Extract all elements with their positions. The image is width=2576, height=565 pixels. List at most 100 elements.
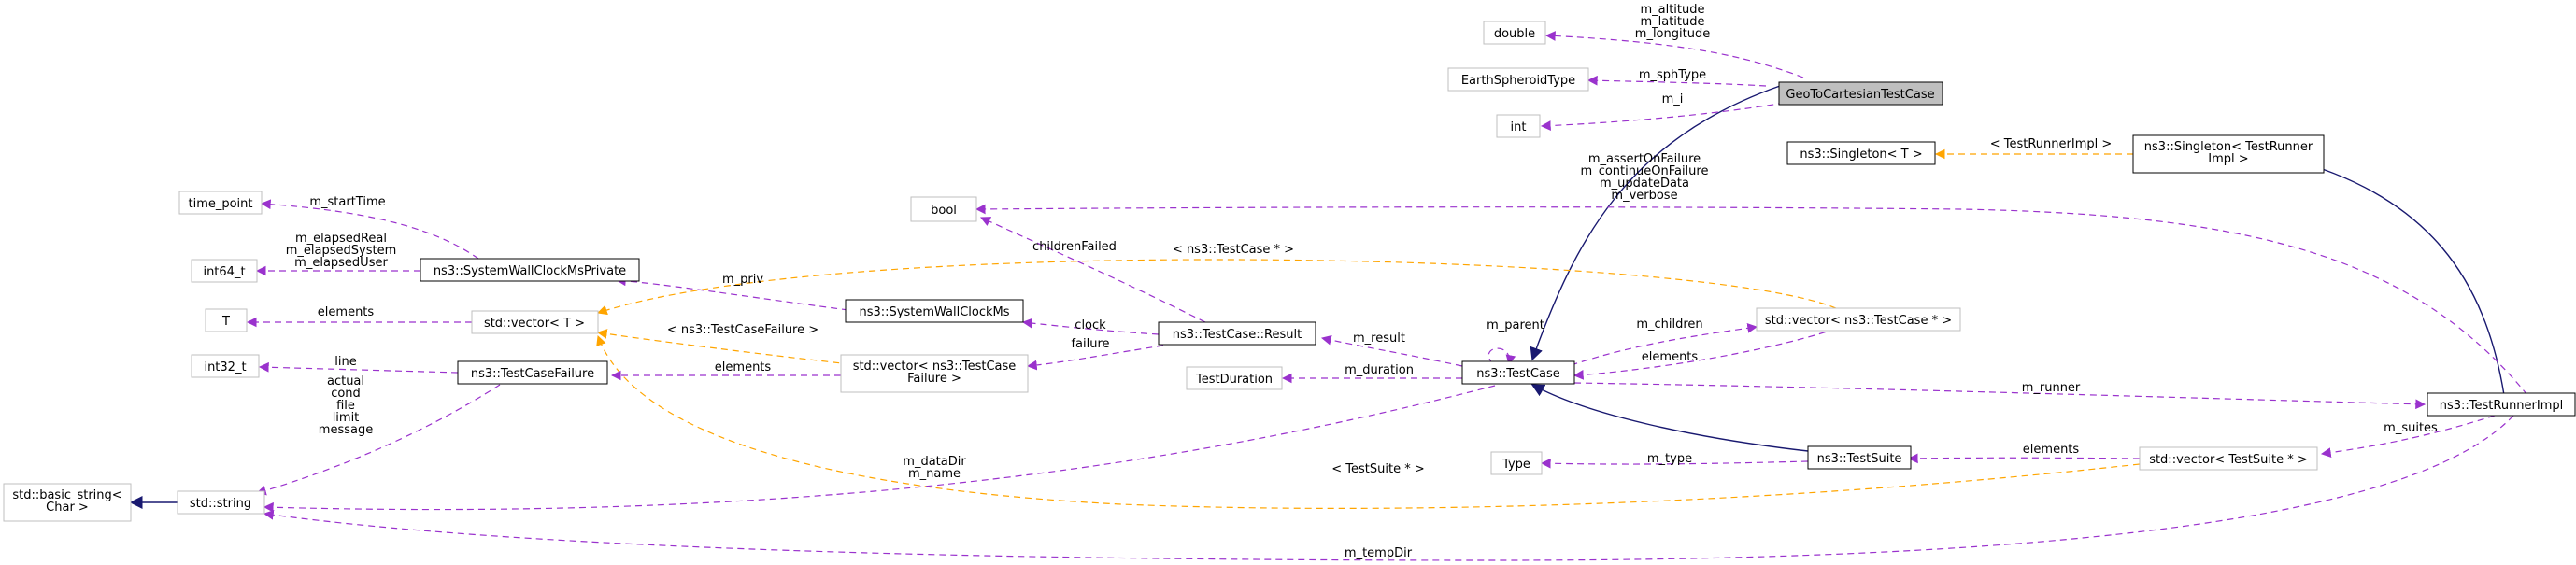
node-bool[interactable]: bool — [910, 196, 977, 222]
edge-member-sphtype — [1587, 75, 1767, 87]
edge-label-start-time: m_startTime — [309, 195, 385, 209]
node-geo-to-cartesian-test-case[interactable]: GeoToCartesianTestCase — [1778, 81, 1943, 106]
edge-label-test-suite-ptr-tpl: < TestSuite * > — [1331, 462, 1424, 476]
edge-inherit-runner-to-singleton — [2287, 155, 2505, 396]
node-int32-t[interactable]: int32_t — [191, 354, 260, 378]
node-label: ns3::SystemWallClockMs — [859, 305, 1009, 319]
node-type[interactable]: Type — [1490, 451, 1543, 475]
edge-member-m-runner — [1573, 382, 2427, 410]
node-label: std::string — [190, 497, 251, 511]
edge-member-failure — [1026, 345, 1164, 371]
node-label: TestDuration — [1195, 373, 1273, 387]
node-label: std::vector< T > — [484, 317, 585, 331]
edge-member-m-parent — [1487, 347, 1516, 366]
edge-inherit-testsuite-to-testcase — [1530, 384, 1809, 452]
edge-label-elements-t: elements — [318, 305, 375, 319]
node-test-case-failure[interactable]: ns3::TestCaseFailure — [457, 360, 608, 385]
edge-label-m-duration: m_duration — [1345, 363, 1414, 377]
node-int[interactable]: int — [1496, 114, 1541, 138]
node-label: int — [1511, 120, 1527, 134]
edge-label-sph-type: m_sphType — [1639, 68, 1706, 82]
node-label: GeoToCartesianTestCase — [1786, 88, 1934, 102]
edge-label-temp-dir: m_tempDir — [1345, 546, 1413, 560]
node-label: ns3::TestCase::Result — [1173, 328, 1302, 342]
edge-label-line: line — [334, 355, 356, 369]
node-label: std::vector< TestSuite * > — [2149, 453, 2308, 467]
edge-template-vector-testcase — [596, 259, 1837, 316]
node-label: ns3::TestRunnerImpl — [2440, 399, 2564, 413]
node-std-basic-string-char[interactable]: std::basic_string<Char > — [3, 483, 132, 522]
edge-member-m-children — [1559, 323, 1758, 370]
node-label: T — [221, 315, 230, 329]
edge-member-m-i — [1540, 102, 1786, 131]
node-earth-spheroid-type[interactable]: EarthSpheroidType — [1447, 67, 1589, 92]
edge-label-m-result: m_result — [1353, 332, 1405, 346]
node-label: std::vector< ns3::TestCase * > — [1765, 314, 1952, 328]
edge-label-m-runner: m_runner — [2022, 381, 2081, 395]
edge-member-line — [258, 361, 459, 374]
edge-template-vector-suite — [596, 334, 2141, 509]
edge-member-bool — [975, 204, 2528, 396]
edge-inherit-geo-to-testcase — [1530, 85, 1781, 361]
node-label: ns3::TestCase — [1476, 367, 1559, 381]
edge-member-double — [1544, 31, 1804, 78]
node-label: ns3::TestCaseFailure — [471, 367, 594, 381]
node-label: bool — [931, 204, 957, 218]
node-test-suite[interactable]: ns3::TestSuite — [1807, 445, 1912, 470]
node-test-runner-impl[interactable]: ns3::TestRunnerImpl — [2427, 392, 2576, 417]
edge-member-elements-children — [1573, 328, 1837, 380]
edge-member-m-suites — [2320, 415, 2496, 458]
edge-template-vector-failure — [596, 329, 851, 365]
edge-member-m-priv — [615, 275, 849, 311]
node-test-case-result[interactable]: ns3::TestCase::Result — [1158, 321, 1316, 346]
edge-label-children-failed: childrenFailed — [1032, 240, 1117, 254]
edges — [129, 31, 2528, 561]
edge-member-elements-suites — [1907, 453, 2141, 464]
node-test-case[interactable]: ns3::TestCase — [1461, 360, 1575, 385]
node-t[interactable]: T — [205, 308, 248, 332]
node-system-wall-clock-ms-private[interactable]: ns3::SystemWallClockMsPrivate — [420, 258, 640, 282]
edge-label-m-priv: m_priv — [722, 273, 763, 287]
edge-label-clock: clock — [1075, 318, 1106, 332]
edge-member-failure-strings — [255, 384, 501, 496]
edge-label-m-type: m_type — [1647, 452, 1692, 466]
edge-member-clock — [1021, 318, 1160, 335]
edge-label-elements-children: elements — [1642, 350, 1699, 364]
edge-member-m-result — [1320, 334, 1463, 367]
node-std-vector-t[interactable]: std::vector< T > — [471, 310, 599, 334]
node-system-wall-clock-ms[interactable]: ns3::SystemWallClockMs — [845, 299, 1024, 323]
edge-label-test-runner-impl-tpl: < TestRunnerImpl > — [1990, 137, 2113, 151]
node-label: int64_t — [203, 265, 245, 279]
node-label: int32_t — [204, 360, 246, 374]
node-label: ns3::Singleton< T > — [1800, 148, 1922, 162]
node-test-duration[interactable]: TestDuration — [1186, 366, 1283, 390]
node-std-vector-test-suite-ptr[interactable]: std::vector< TestSuite * > — [2139, 446, 2318, 471]
node-label: time_point — [188, 197, 252, 211]
node-int64-t[interactable]: int64_t — [191, 259, 258, 283]
node-std-string[interactable]: std::string — [177, 490, 265, 515]
edge-label-m-children: m_children — [1636, 318, 1702, 332]
node-label: ns3::TestSuite — [1817, 452, 1902, 466]
node-singleton-t[interactable]: ns3::Singleton< T > — [1786, 141, 1936, 165]
edge-label-test-case-failure-tpl: < ns3::TestCaseFailure > — [667, 323, 818, 337]
node-double[interactable]: double — [1483, 21, 1546, 45]
nodes: double EarthSpheroidType int GeoToCartes… — [3, 21, 2576, 522]
edge-member-start-time — [260, 199, 479, 260]
node-time-point[interactable]: time_point — [178, 191, 263, 215]
edge-label-test-case-ptr-tpl: < ns3::TestCase * > — [1173, 243, 1294, 257]
edge-label-elements-suites: elements — [2023, 443, 2080, 457]
node-label: std::basic_string<Char > — [12, 488, 121, 515]
edge-member-m-type — [1540, 458, 1809, 469]
node-label: ns3::SystemWallClockMsPrivate — [434, 264, 626, 278]
node-std-vector-test-case-ptr[interactable]: std::vector< ns3::TestCase * > — [1756, 307, 1961, 332]
edge-member-temp-dir — [263, 415, 2514, 561]
